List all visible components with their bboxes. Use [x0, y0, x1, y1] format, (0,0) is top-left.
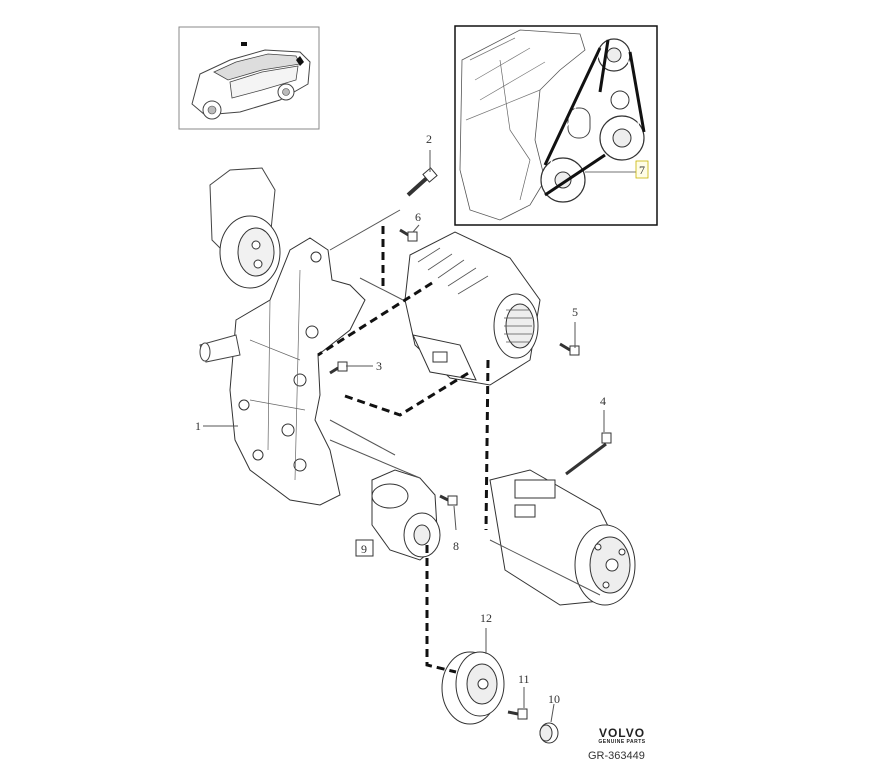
callout-labels: 2 6 3 5 4 1 8 7 9 12 11 10 — [195, 132, 645, 706]
callout-8: 8 — [453, 539, 459, 553]
callout-10: 10 — [548, 692, 560, 706]
callout-12: 12 — [480, 611, 492, 625]
diagram-reference-number: GR-363449 — [588, 750, 645, 762]
alternator — [404, 231, 541, 386]
belt-detail-inset — [454, 25, 658, 226]
bolt-part-8 — [439, 494, 458, 506]
leader-lines — [203, 150, 605, 723]
callout-2: 2 — [426, 132, 432, 146]
bolt-part-4 — [565, 432, 612, 476]
ac-compressor — [489, 469, 636, 606]
volvo-genuine-parts-logo: VOLVO GENUINE PARTS — [592, 726, 652, 745]
brand-subtitle: GENUINE PARTS — [598, 739, 646, 745]
bolt-part-5 — [559, 342, 580, 356]
cap-part-10 — [539, 722, 559, 744]
callout-9: 9 — [361, 542, 367, 556]
callout-11: 11 — [518, 672, 530, 686]
bolt-part-3 — [329, 361, 348, 375]
belt-tensioner — [371, 469, 441, 561]
power-steering-pump — [209, 167, 281, 289]
callout-6: 6 — [415, 210, 421, 224]
callout-3: 3 — [376, 359, 382, 373]
callout-4: 4 — [600, 394, 606, 408]
brand-logo-text: VOLVO — [598, 726, 646, 740]
bolt-part-11 — [507, 708, 528, 720]
vehicle-thumbnail — [178, 26, 320, 130]
callout-5: 5 — [572, 305, 578, 319]
bolt-part-2 — [406, 167, 438, 197]
bolt-part-6 — [399, 228, 418, 242]
mounting-bracket — [199, 237, 366, 506]
callout-1: 1 — [195, 419, 201, 433]
assembly-dashed-lines — [317, 226, 490, 674]
callout-7: 7 — [639, 163, 645, 177]
idler-pulley — [441, 651, 505, 725]
